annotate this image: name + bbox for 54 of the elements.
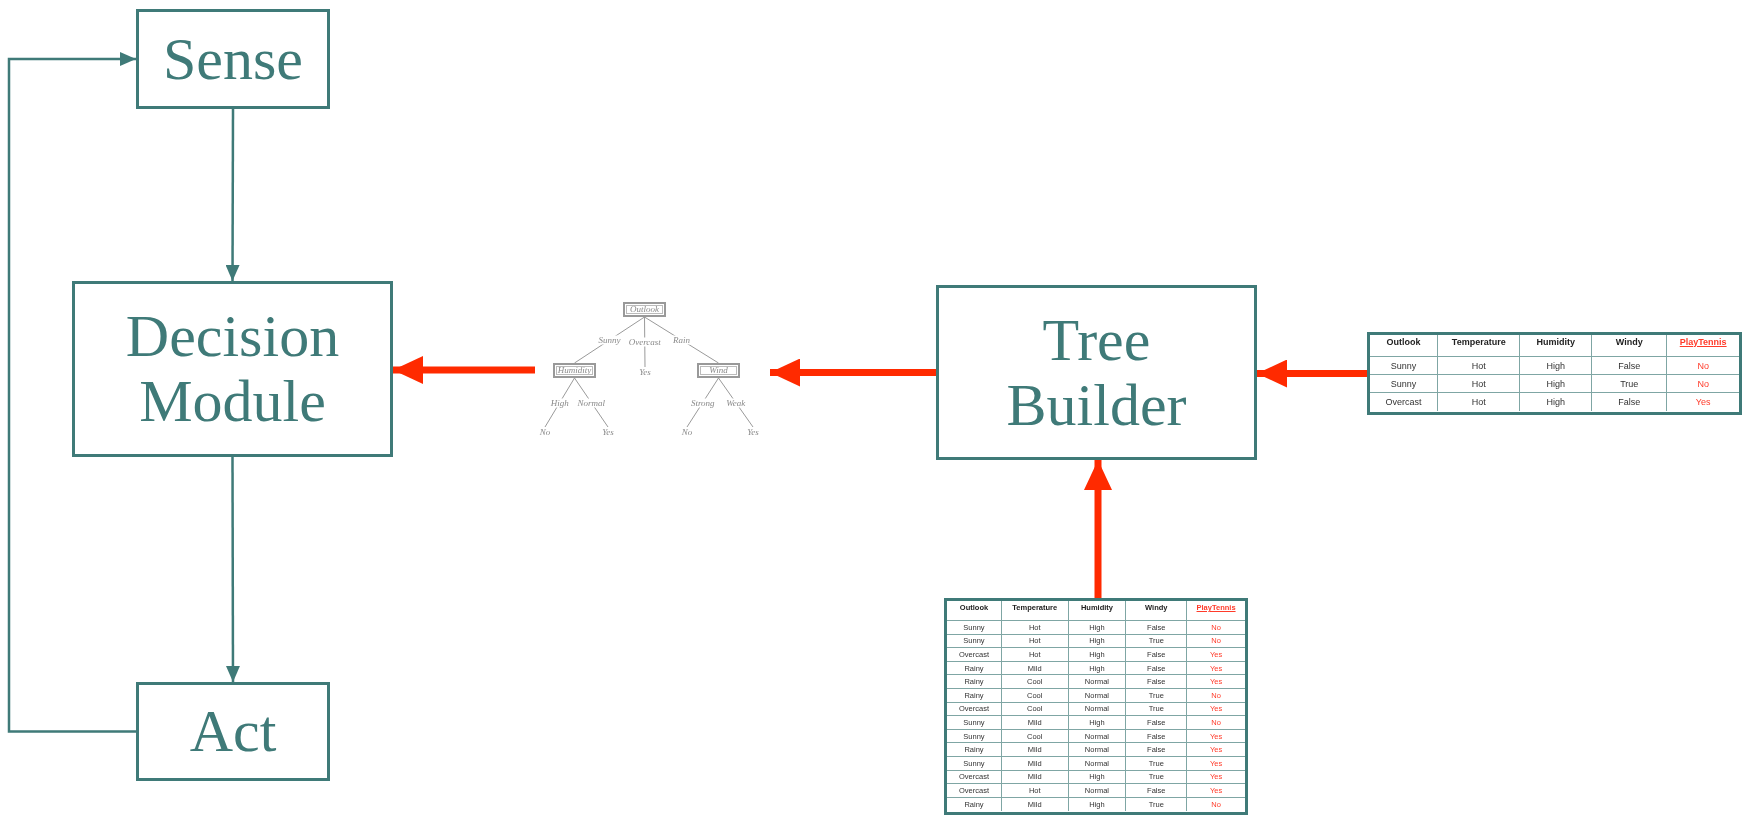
column-header: Humidity [1520, 335, 1593, 357]
table-cell: Hot [1438, 393, 1521, 411]
data-table [944, 598, 1248, 815]
table-cell: High [1520, 357, 1593, 375]
table-cell: No [1667, 357, 1739, 375]
process-box [136, 9, 330, 109]
data-table [1367, 332, 1742, 415]
edge-label: Strong [689, 398, 716, 407]
leaf-label: Yes [747, 427, 759, 437]
box-label: Sense [163, 26, 303, 92]
table-cell-text: Yes [1694, 396, 1712, 409]
tree-node-box [623, 302, 666, 317]
tree-branch-line [644, 316, 719, 364]
leaf-label: Yes [602, 427, 614, 437]
column-header: Outlook [1370, 335, 1439, 357]
box-label: Decision Module [124, 304, 341, 434]
column-header: Windy [1592, 335, 1668, 357]
tree-branch-line [574, 316, 645, 364]
tree-node-box [697, 363, 740, 378]
edge-label: Weak [725, 398, 747, 407]
attribute-label: Humidity [557, 366, 592, 375]
table-cell: False [1592, 357, 1668, 375]
box-label: Act [189, 699, 277, 764]
table-cell: Hot [1438, 375, 1521, 393]
edge-label: High [549, 398, 570, 407]
edge-label: Overcast [627, 337, 662, 347]
edge-label: Normal [576, 398, 606, 407]
leaf-label: No [681, 427, 693, 437]
edge-label: Rain [672, 335, 691, 345]
process-box [136, 682, 330, 781]
tree-node-box [553, 363, 596, 378]
table-cell: No [1667, 375, 1739, 393]
table-cell: High [1520, 375, 1593, 393]
attribute-label: Outlook [630, 305, 659, 314]
arrow [7, 52, 136, 733]
table-cell: Sunny [1370, 375, 1439, 393]
attribute-label: Wind [709, 366, 728, 375]
arrow [225, 109, 240, 281]
edge-label: Sunny [597, 335, 622, 345]
table-cell: Overcast [1370, 393, 1439, 411]
process-box [72, 281, 393, 457]
table-cell: High [1520, 393, 1593, 411]
leaf-label: Yes [639, 367, 651, 377]
table-cell: False [1592, 393, 1668, 411]
column-header: PlayTennis [1667, 335, 1739, 357]
leaf-label: No [539, 427, 551, 437]
arrow [225, 457, 240, 682]
column-header: Temperature [1438, 335, 1521, 357]
table-cell: True [1592, 375, 1668, 393]
tree-branch-line [544, 377, 575, 428]
table-cell: Sunny [1370, 357, 1439, 375]
box-label: Tree Builder [1006, 307, 1187, 438]
process-box [936, 285, 1257, 460]
table-cell: Hot [1438, 357, 1521, 375]
